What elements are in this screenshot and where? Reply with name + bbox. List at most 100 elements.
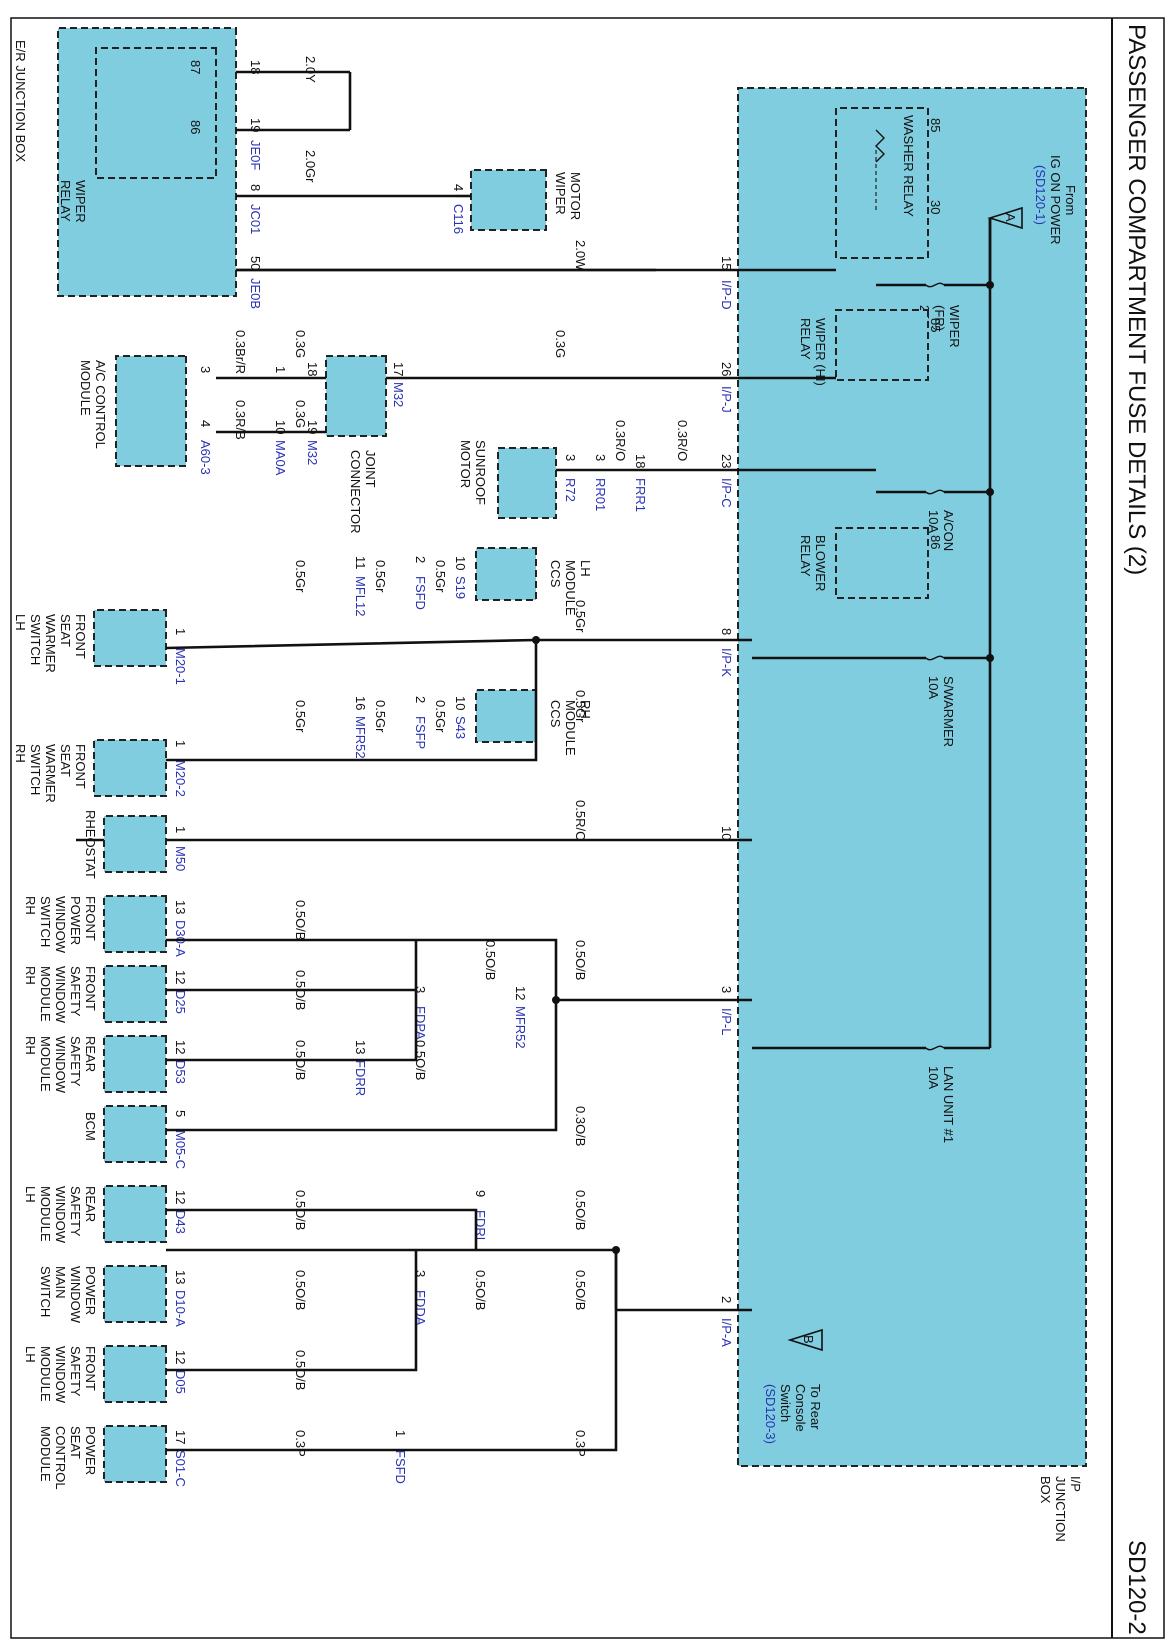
front-power-window-switch-rh bbox=[103, 895, 167, 953]
pin-13-d10a: 13 bbox=[173, 1270, 188, 1284]
pin-18c: 18 bbox=[633, 454, 648, 468]
wire-05gr-e: 0.5Gr bbox=[573, 690, 588, 723]
rsw-rh-l4: MODULE bbox=[38, 1036, 53, 1092]
pin-4-c116: 4 bbox=[451, 184, 466, 191]
wire-03rb: 0.3R/B bbox=[233, 400, 248, 440]
conn-m50: M50 bbox=[173, 846, 188, 871]
pin-1-m50: 1 bbox=[173, 826, 188, 833]
ref-a-line-1: From bbox=[1063, 185, 1078, 215]
psc-l4: MODULE bbox=[38, 1426, 53, 1482]
ip-connectors: 15 I/P-D 26 I/P-J 23 I/P-C 8 I/P-K 10 3 … bbox=[76, 256, 876, 1347]
conn-ip-c: I/P-C bbox=[719, 478, 734, 508]
wire-05gr-f: 0.5Gr bbox=[433, 700, 448, 733]
wire-03p-b: 0.3P bbox=[293, 1430, 308, 1457]
ac-control-module bbox=[115, 355, 187, 467]
wire-05ob-d: 0.5O/B bbox=[293, 900, 308, 940]
ref-b-letter: B bbox=[801, 1335, 816, 1344]
ref-a-triangle bbox=[987, 206, 1023, 230]
pin-2-ipa: 2 bbox=[719, 1296, 734, 1303]
fpw-l1: FRONT bbox=[83, 896, 98, 941]
pin-13-d30a: 13 bbox=[173, 900, 188, 914]
wire-05ob-i: 0.5O/B bbox=[573, 1270, 588, 1310]
fsw-rh-l2: SAFETY bbox=[68, 966, 83, 1017]
swl-l2: SEAT bbox=[58, 614, 73, 647]
ip-jb-label-3: BOX bbox=[1038, 1476, 1053, 1504]
psc-l1: POWER bbox=[83, 1426, 98, 1475]
ip-jb-label-1: I/P bbox=[1068, 1476, 1083, 1492]
fuse-lan: LAN UNIT #1 10A bbox=[752, 1045, 990, 1143]
pin-3c: 3 bbox=[563, 454, 578, 461]
conn-m05-c: M05-C bbox=[173, 1130, 188, 1169]
node-ipk bbox=[532, 636, 540, 644]
wire-03g-b: 0.3G bbox=[293, 330, 308, 358]
washer-relay bbox=[835, 107, 929, 259]
fuse-acon: A/CON 10A bbox=[876, 489, 990, 551]
fuse-swarmer-l1: S/WARMER bbox=[941, 676, 956, 747]
wiper-motor-l1: WIPER bbox=[553, 172, 568, 215]
washer-relay-label: WASHER RELAY bbox=[901, 115, 916, 217]
wire-05ro: 0.5R/O bbox=[573, 800, 588, 841]
wire-03ro-b: 0.3R/O bbox=[613, 420, 628, 461]
er-pin-87: 87 bbox=[188, 60, 203, 74]
conn-ma0a: MA0A bbox=[273, 440, 288, 476]
fuse-swarmer: S/WARMER 10A bbox=[752, 655, 990, 747]
ccs-module-lh bbox=[475, 547, 537, 601]
rsw-lh-l1: REAR bbox=[83, 1186, 98, 1222]
fsw-rh-l3: WINDOW bbox=[53, 966, 68, 1024]
ccs-rh-l3: RH bbox=[578, 700, 593, 719]
wire-05ob-k: 0.5O/B bbox=[293, 1270, 308, 1310]
ref-b-line-4: (SD120-3) bbox=[763, 1384, 778, 1444]
pin-2-fsfd: 2 bbox=[413, 556, 428, 563]
page-title: PASSENGER COMPARTMENT FUSE DETAILS (2) bbox=[1123, 24, 1150, 575]
ac-l2: MODULE bbox=[78, 360, 93, 416]
conn-r72: R72 bbox=[563, 478, 578, 502]
fsw-lh-l3: WINDOW bbox=[53, 1346, 68, 1404]
conn-d25: D25 bbox=[173, 990, 188, 1014]
er-wiper-relay bbox=[95, 47, 217, 179]
wire-run-bcm bbox=[166, 1000, 558, 1132]
conn-frr1: FRR1 bbox=[633, 478, 648, 512]
pin-26: 26 bbox=[719, 362, 734, 376]
ccs-lh-l3: LH bbox=[578, 560, 593, 577]
joint-l1: JOINT bbox=[363, 450, 378, 488]
rsw-lh-l3: WINDOW bbox=[53, 1186, 68, 1244]
fuse-wiper-l1: WIPER bbox=[947, 305, 962, 348]
ccs-lh-l1: CCS bbox=[548, 560, 563, 588]
er-relay-l1: WIPER bbox=[73, 180, 88, 223]
fuse-acon-l2: 10A bbox=[926, 510, 941, 533]
pin-8-jc01: 8 bbox=[248, 184, 263, 191]
ref-b-line-1: To Rear bbox=[808, 1384, 823, 1430]
rsw-lh-l4: MODULE bbox=[38, 1186, 53, 1242]
rsw-rh-l2: SAFETY bbox=[68, 1036, 83, 1087]
front-safety-window-module-rh bbox=[103, 965, 167, 1023]
sunroof-motor bbox=[497, 447, 557, 519]
wire-05ob-b: 0.5O/B bbox=[483, 940, 498, 980]
conn-s01-c: S01-C bbox=[173, 1450, 188, 1487]
fsw-rh-l5: RH bbox=[23, 966, 38, 985]
pin-3-fdda: 3 bbox=[413, 1270, 428, 1277]
wire-20gr: 2.0Gr bbox=[303, 150, 318, 183]
swl-l4: SWITCH bbox=[28, 614, 43, 665]
sunroof-l1: SUNROOF bbox=[473, 440, 488, 505]
pin-23: 23 bbox=[719, 454, 734, 468]
fuse-wiper-l2: (FR) bbox=[932, 305, 947, 331]
wire-20y: 2.0Y bbox=[303, 56, 318, 83]
pin-3-fdpa: 3 bbox=[413, 986, 428, 993]
fpw-l3: WINDOW bbox=[53, 896, 68, 954]
wire-run-d53 bbox=[166, 990, 418, 1062]
conn-d10-a: D10-A bbox=[173, 1290, 188, 1327]
pin-10-rheo: 10 bbox=[719, 826, 734, 840]
conn-d05: D05 bbox=[173, 1370, 188, 1394]
swr-l2: SEAT bbox=[58, 744, 73, 777]
wire-run-ipl bbox=[166, 938, 576, 1002]
blower-l2: RELAY bbox=[798, 535, 813, 577]
wiper-hi-pin: 85 bbox=[928, 318, 943, 332]
swr-l4: SWITCH bbox=[28, 744, 43, 795]
wire-03brr: 0.3Br/R bbox=[233, 330, 248, 374]
pin-12-mfr52: 12 bbox=[513, 986, 528, 1000]
rsw-lh-l2: SAFETY bbox=[68, 1186, 83, 1237]
wiper-hi-l1: WIPER (HI) bbox=[813, 318, 828, 386]
wire-05ob-j: 0.5O/B bbox=[473, 1270, 488, 1310]
swl-l5: LH bbox=[13, 614, 28, 631]
